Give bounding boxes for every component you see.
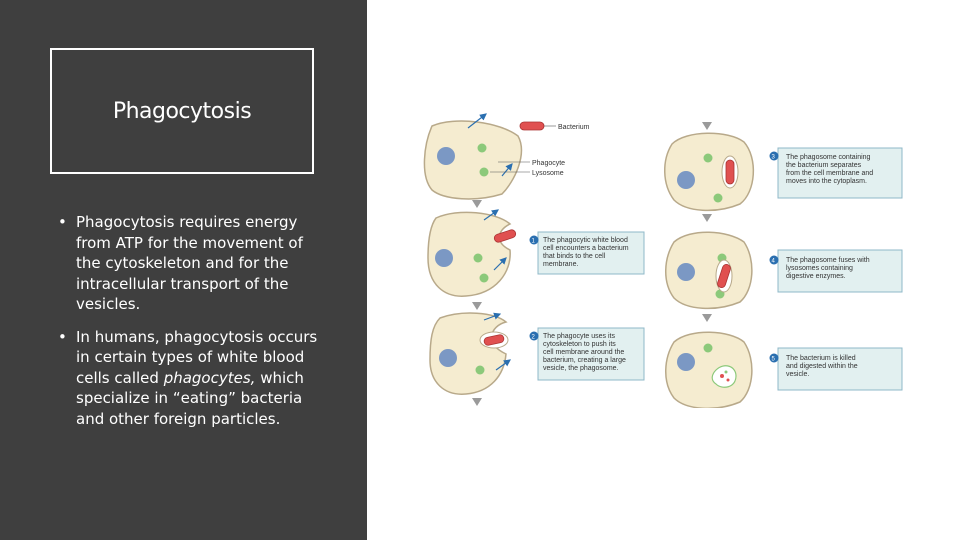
arrow-down-icon xyxy=(472,200,482,208)
digesting-vesicle-icon xyxy=(711,365,737,388)
step-4-line-1: The phagosome fuses with xyxy=(786,257,870,264)
lysosome-icon xyxy=(713,193,723,203)
step-2-line-5: vesicle, the phagosome. xyxy=(543,365,619,372)
bacterium-icon xyxy=(725,159,735,185)
step-2-line-4: bacterium, creating a large xyxy=(543,357,626,364)
step-4-line-2: lysosomes containing xyxy=(786,265,853,272)
step-2-line-2: cytoskeleton to push its xyxy=(543,341,616,348)
bullet-item-2: In humans, phagocytosis occurs in certai… xyxy=(56,327,318,430)
step-number: 2 xyxy=(532,335,536,341)
step-2-line-1: The phagocyte uses its xyxy=(543,333,615,340)
lysosome-icon xyxy=(475,365,485,375)
arrow-down-icon xyxy=(702,122,712,130)
cell-step1 xyxy=(427,209,517,297)
bullet-2-text-em: phagocytes, xyxy=(163,368,256,387)
cell-step3 xyxy=(664,132,755,212)
step-number-badge xyxy=(769,255,779,265)
step-5-line-1: The bacterium is killed xyxy=(786,355,856,362)
phagocytosis-diagram: Bacterium Phagocyte Lysosome 1 The phago… xyxy=(423,113,903,408)
step-3-line-1: The phagosome containing xyxy=(786,154,871,161)
step-5-line-3: vesicle. xyxy=(786,371,809,378)
left-panel: Phagocytosis Phagocytosis requires energ… xyxy=(0,0,367,540)
arrow-down-icon xyxy=(702,314,712,322)
label-bacterium: Bacterium xyxy=(558,124,590,131)
step-number-badge xyxy=(529,331,539,341)
step-number: 4 xyxy=(772,259,776,265)
arrow-down-icon xyxy=(472,398,482,406)
step-4-line-3: digestive enzymes. xyxy=(786,273,846,280)
cell-step5 xyxy=(665,331,753,408)
cell-step2 xyxy=(429,312,511,395)
step-number-badge xyxy=(769,353,779,363)
label-lysosome: Lysosome xyxy=(532,170,564,177)
bullet-1-text: Phagocytosis requires energy from ATP fo… xyxy=(76,213,303,313)
lysosome-icon xyxy=(703,343,713,353)
nucleus-icon xyxy=(439,349,457,367)
step-1-line-4: membrane. xyxy=(543,261,578,268)
step-number: 1 xyxy=(532,239,536,245)
cell-step4 xyxy=(665,231,753,310)
nucleus-icon xyxy=(677,263,695,281)
step-box-1: 1 The phagocytic white blood cell encoun… xyxy=(529,231,645,275)
step-1-line-3: that binds to the cell xyxy=(543,253,606,260)
step-5-line-2: and digested within the xyxy=(786,363,858,370)
bullet-list: Phagocytosis requires energy from ATP fo… xyxy=(56,212,318,441)
bacterium-icon xyxy=(483,334,505,346)
nucleus-icon xyxy=(437,147,455,165)
step-box-2: 2 The phagocyte uses its cytoskeleton to… xyxy=(529,327,645,381)
arrow-down-icon xyxy=(472,302,482,310)
arrow-down-icon xyxy=(702,214,712,222)
slide-title: Phagocytosis xyxy=(112,98,252,124)
step-2-line-3: cell membrane around the xyxy=(543,349,624,356)
lysosome-icon xyxy=(477,143,487,153)
lysosome-icon xyxy=(473,253,483,263)
lysosome-icon xyxy=(703,153,713,163)
step-number-badge xyxy=(529,235,539,245)
step-number: 3 xyxy=(772,155,776,161)
cell-initial xyxy=(423,113,523,200)
step-number-badge xyxy=(769,151,779,161)
step-box-4: 4 The phagosome fuses with lysosomes con… xyxy=(769,249,903,293)
bacterium-icon xyxy=(493,229,517,243)
step-number: 5 xyxy=(772,357,776,363)
lysosome-icon xyxy=(479,167,489,177)
lysosome-icon xyxy=(479,273,489,283)
bullet-item-1: Phagocytosis requires energy from ATP fo… xyxy=(56,212,318,315)
step-3-line-4: moves into the cytoplasm. xyxy=(786,178,867,185)
bacterium-initial xyxy=(519,121,545,131)
title-box: Phagocytosis xyxy=(50,48,314,174)
bacterium-icon xyxy=(717,263,731,289)
nucleus-icon xyxy=(677,353,695,371)
bullet-2-text-pre: In humans, phagocytosis occurs in certai… xyxy=(76,327,318,387)
bullet-2-text-post: which specialize in “eating” bacteria an… xyxy=(76,368,304,428)
nucleus-icon xyxy=(435,249,453,267)
label-phagocyte: Phagocyte xyxy=(532,160,565,167)
step-box-3: 3 The phagosome containing the bacterium… xyxy=(769,147,903,199)
step-3-line-3: from the cell membrane and xyxy=(786,170,873,177)
step-1-line-1: The phagocytic white blood xyxy=(543,237,628,244)
step-1-line-2: cell encounters a bacterium xyxy=(543,245,629,252)
step-3-line-2: the bacterium separates xyxy=(786,162,862,169)
nucleus-icon xyxy=(677,171,695,189)
step-box-5: 5 The bacterium is killed and digested w… xyxy=(769,347,903,391)
